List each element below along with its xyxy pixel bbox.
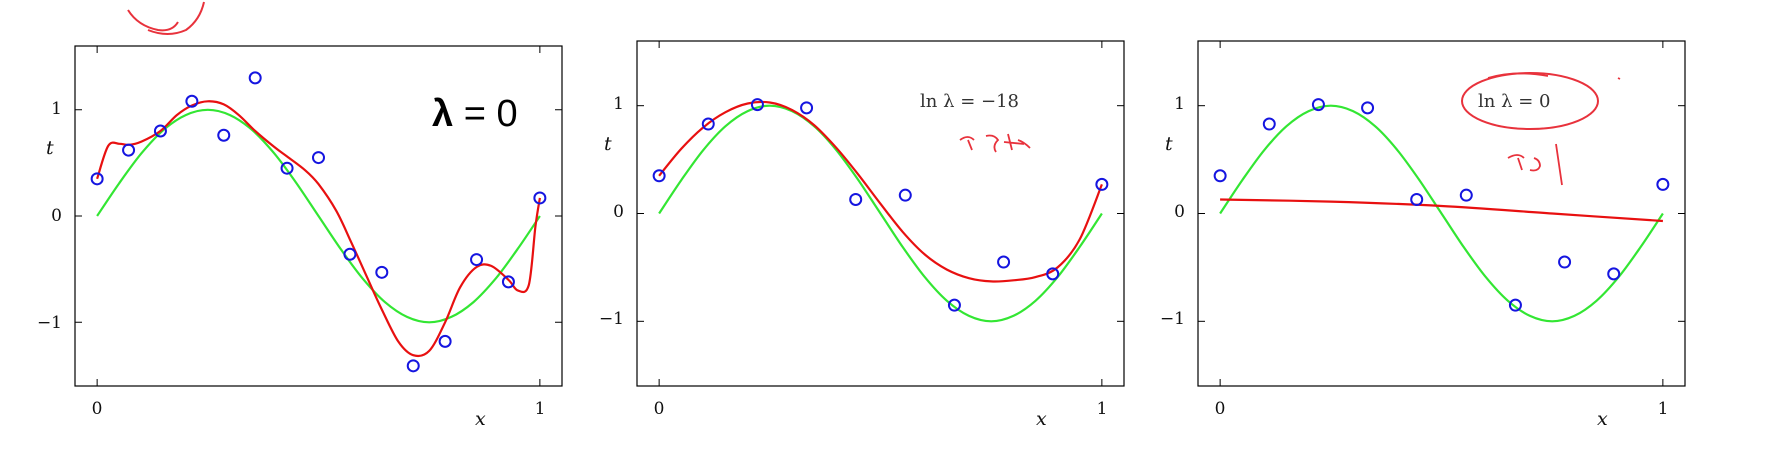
ink-handwriting bbox=[1487, 72, 1621, 186]
ticks bbox=[1198, 41, 1685, 386]
data-point bbox=[1607, 267, 1621, 281]
data-point bbox=[800, 101, 814, 115]
data-point bbox=[312, 151, 325, 165]
data-point bbox=[90, 172, 104, 186]
y-axis-label: t bbox=[604, 133, 612, 155]
data-point bbox=[1508, 298, 1522, 312]
data-point bbox=[652, 169, 666, 183]
truth-curve bbox=[1219, 104, 1664, 323]
chart-panel-1: 0 1 1 0 −1 t x λ = 0 bbox=[37, 45, 563, 430]
data-point bbox=[375, 265, 389, 279]
x-axis-label: x bbox=[475, 408, 486, 430]
data-point bbox=[280, 161, 294, 175]
y-tick-label-0: 0 bbox=[613, 202, 624, 222]
data-point bbox=[406, 359, 420, 373]
data-point bbox=[470, 253, 484, 267]
y-axis-label: t bbox=[1165, 133, 1173, 155]
data-point bbox=[501, 275, 515, 289]
x-axis-label: x bbox=[1597, 408, 1608, 430]
data-point bbox=[1095, 177, 1109, 191]
y-tick-label-0: 0 bbox=[1174, 202, 1185, 222]
data-point bbox=[750, 98, 764, 112]
truth-curve bbox=[96, 108, 541, 324]
data-points bbox=[1213, 98, 1670, 312]
curves bbox=[96, 100, 541, 358]
fit-curve bbox=[658, 100, 1103, 283]
data-point bbox=[1213, 169, 1227, 183]
data-point bbox=[849, 192, 863, 206]
data-points bbox=[90, 71, 547, 373]
curves bbox=[1219, 104, 1664, 323]
ln-lambda-annotation: ln λ = 0 bbox=[1478, 91, 1550, 112]
ink-scribble-top bbox=[127, 1, 205, 35]
data-point bbox=[343, 247, 357, 261]
data-point bbox=[153, 124, 167, 138]
data-point bbox=[533, 191, 547, 205]
y-tick-label-1: 1 bbox=[613, 94, 624, 114]
x-axis-label: x bbox=[1036, 408, 1047, 430]
data-point bbox=[1046, 267, 1060, 281]
y-tick-label-neg1: −1 bbox=[599, 309, 624, 329]
x-tick-label-1: 1 bbox=[535, 399, 546, 419]
chart-panel-3: 0 1 1 0 −1 t x ln λ = 0 bbox=[1160, 40, 1686, 430]
fit-curve bbox=[96, 100, 541, 358]
y-tick-label-1: 1 bbox=[51, 99, 62, 119]
data-point bbox=[1361, 101, 1375, 115]
x-tick-label-0: 0 bbox=[1215, 399, 1226, 419]
y-tick-label-1: 1 bbox=[1174, 94, 1185, 114]
data-point bbox=[1656, 177, 1670, 191]
data-point bbox=[701, 117, 715, 131]
data-point bbox=[1410, 192, 1424, 206]
ticks bbox=[637, 41, 1124, 386]
y-axis-label: t bbox=[46, 137, 54, 159]
data-point bbox=[1262, 117, 1276, 131]
data-point bbox=[122, 143, 136, 157]
data-point bbox=[898, 188, 912, 202]
curves bbox=[658, 100, 1103, 323]
chart-panel-2: 0 1 1 0 −1 t x ln λ = −18 bbox=[599, 40, 1125, 430]
data-point bbox=[185, 94, 199, 108]
truth-curve bbox=[658, 104, 1103, 323]
data-point bbox=[438, 334, 452, 348]
ticks bbox=[75, 46, 562, 386]
data-point bbox=[1459, 188, 1473, 202]
x-tick-label-1: 1 bbox=[1658, 399, 1669, 419]
data-points bbox=[652, 98, 1109, 312]
data-point bbox=[997, 255, 1011, 269]
lambda-annotation: λ = 0 bbox=[432, 93, 518, 135]
fit-curve bbox=[1220, 198, 1663, 223]
data-point bbox=[1311, 98, 1325, 112]
y-tick-label-0: 0 bbox=[51, 206, 62, 226]
y-tick-label-neg1: −1 bbox=[37, 313, 62, 333]
x-tick-label-0: 0 bbox=[654, 399, 665, 419]
x-tick-label-0: 0 bbox=[92, 399, 103, 419]
x-tick-label-1: 1 bbox=[1097, 399, 1108, 419]
data-point bbox=[217, 128, 231, 142]
ln-lambda-annotation: ln λ = −18 bbox=[920, 91, 1019, 112]
ink-handwriting bbox=[959, 133, 1031, 153]
data-point bbox=[1558, 255, 1572, 269]
y-tick-label-neg1: −1 bbox=[1160, 309, 1185, 329]
data-point bbox=[248, 71, 262, 85]
data-point bbox=[947, 298, 961, 312]
